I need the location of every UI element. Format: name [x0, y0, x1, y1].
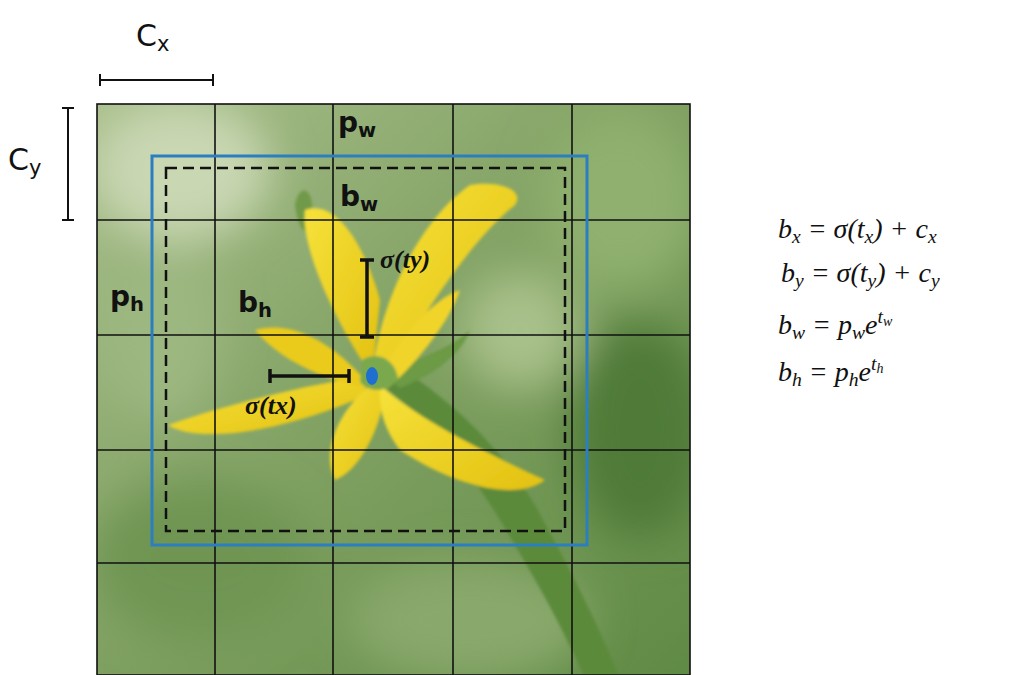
prior-box [152, 156, 587, 545]
box-height-label: bh [238, 286, 272, 322]
cell-width-label: Cx [136, 18, 169, 57]
offset-bars [270, 260, 374, 383]
offset-y-label: σ(ty) [380, 244, 430, 275]
photo [97, 104, 690, 675]
equation: bh = pheth [778, 352, 883, 391]
center-point [366, 367, 378, 385]
equation: by = σ(ty) + cy [781, 256, 940, 292]
offset-x-label: σ(tx) [245, 390, 297, 421]
formula-panel [712, 200, 1031, 450]
equation: bw = pwetw [778, 305, 892, 344]
equation: bx = σ(tx) + cx [778, 212, 937, 248]
prior-height-label: ph [110, 280, 144, 316]
cell-size-bars [62, 74, 213, 220]
predicted-box [166, 168, 565, 531]
grid-lines [97, 104, 690, 675]
box-width-label: bw [340, 180, 378, 216]
cell-height-label: Cy [8, 142, 41, 181]
prior-width-label: pw [338, 106, 376, 142]
